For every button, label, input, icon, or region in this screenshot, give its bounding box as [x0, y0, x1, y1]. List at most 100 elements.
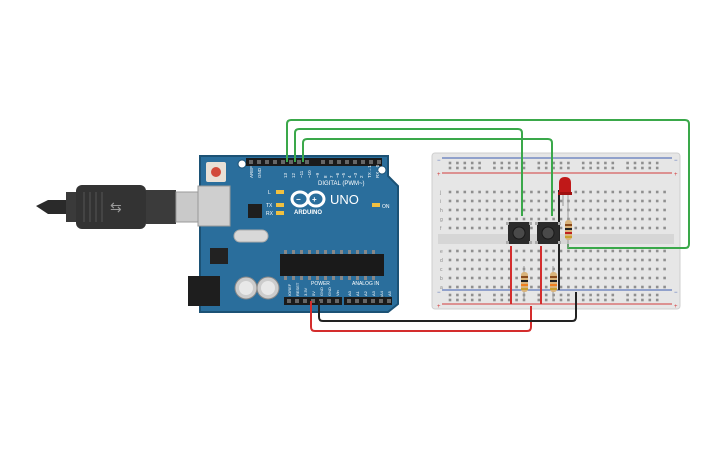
breadboard-hole [448, 258, 452, 262]
breadboard-hole [493, 293, 496, 297]
resistor-button-1[interactable] [521, 266, 528, 300]
row-letter-i: i [440, 199, 441, 205]
breadboard-hole [507, 298, 511, 302]
breadboard-hole [493, 267, 496, 271]
wire-green-inner[interactable] [302, 138, 553, 216]
breadboard-hole [500, 161, 504, 165]
pushbutton-2[interactable] [535, 222, 561, 244]
breadboard-hole [493, 285, 496, 289]
breadboard-hole [515, 285, 518, 289]
breadboard-hole [478, 208, 481, 212]
board-brand: ARDUINO [294, 210, 322, 216]
breadboard-hole [589, 293, 592, 297]
breadboard-hole [456, 267, 459, 271]
breadboard-hole [581, 276, 585, 280]
pin-2: 2 [359, 175, 364, 178]
breadboard-hole [655, 249, 659, 253]
breadboard-hole [500, 226, 504, 230]
breadboard-hole [604, 258, 607, 262]
breadboard-hole [574, 199, 578, 203]
breadboard-hole [470, 298, 474, 302]
breadboard-hole [589, 161, 592, 165]
pin-13: 13 [283, 172, 288, 178]
breadboard-hole [611, 199, 615, 203]
digital-header[interactable] [246, 158, 382, 166]
breadboard-hole [522, 199, 526, 203]
breadboard-hole [456, 161, 459, 165]
breadboard-hole [581, 226, 585, 230]
resistor-led[interactable] [565, 214, 572, 248]
atmega-chip [280, 254, 384, 276]
breadboard-hole [456, 226, 459, 230]
row-letter-a: a [440, 285, 443, 291]
breadboard-hole [537, 166, 541, 170]
red-led[interactable] [558, 177, 572, 214]
breadboard-hole [544, 217, 548, 221]
breadboard-hole [456, 217, 459, 221]
breadboard-hole [485, 217, 489, 221]
breadboard-hole [611, 293, 615, 297]
breadboard-hole [485, 199, 489, 203]
breadboard-hole [463, 258, 467, 262]
breadboard-hole [589, 285, 592, 289]
pin-ioref: IOREF [287, 283, 292, 296]
breadboard-hole [589, 208, 592, 212]
breadboard-hole [581, 199, 585, 203]
breadboard-hole [611, 285, 615, 289]
breadboard-hole [552, 267, 555, 271]
svg-text:−: − [674, 290, 678, 296]
breadboard-hole [537, 267, 541, 271]
pin-10: ~10 [307, 170, 312, 178]
breadboard-hole [522, 190, 526, 194]
breadboard-hole [567, 267, 570, 271]
breadboard-hole [596, 249, 600, 253]
breadboard-hole [470, 285, 474, 289]
breadboard-hole [470, 267, 474, 271]
breadboard-hole [507, 249, 511, 253]
pin-8: 8 [323, 175, 328, 178]
wire-green-outer[interactable] [286, 119, 690, 249]
wire-red-5v[interactable] [310, 301, 532, 332]
breadboard-hole [648, 208, 652, 212]
analog-header[interactable] [344, 297, 392, 305]
breadboard-hole [663, 285, 666, 289]
breadboard-hole [485, 208, 489, 212]
breadboard-hole [559, 249, 563, 253]
breadboard-hole [641, 199, 644, 203]
breadboard-hole [589, 298, 592, 302]
pushbutton-1[interactable] [506, 222, 532, 244]
breadboard-hole [589, 267, 592, 271]
pin-9: ~9 [315, 172, 320, 178]
breadboard-hole [485, 258, 489, 262]
breadboard-hole [641, 166, 644, 170]
breadboard-hole [537, 293, 541, 297]
breadboard-hole [655, 161, 659, 165]
wire-black-gnd[interactable] [318, 292, 577, 322]
breadboard-hole [663, 267, 666, 271]
breadboard-hole [530, 226, 533, 230]
breadboard-hole [589, 199, 592, 203]
pin-gnd-1: GND [319, 287, 324, 296]
breadboard-hole [596, 208, 600, 212]
breadboard-hole [618, 249, 622, 253]
breadboard-hole [641, 267, 644, 271]
breadboard-hole [544, 161, 548, 165]
breadboard-hole [604, 166, 607, 170]
breadboard-hole [663, 190, 666, 194]
wire-green-middle[interactable] [294, 128, 523, 216]
breadboard-hole [574, 249, 578, 253]
breadboard-hole [618, 267, 622, 271]
resistor-button-2[interactable] [550, 266, 557, 300]
breadboard-hole [618, 276, 622, 280]
breadboard-hole [544, 208, 548, 212]
breadboard-hole [611, 267, 615, 271]
breadboard-hole [515, 217, 518, 221]
breadboard-hole [559, 276, 563, 280]
breadboard-hole [478, 217, 481, 221]
breadboard-hole [537, 276, 541, 280]
breadboard-hole [559, 267, 563, 271]
svg-text:−: − [296, 195, 301, 204]
breadboard-hole [456, 285, 459, 289]
arduino-board[interactable]: AREF GND 13 12 ~11 ~10 ~9 8 7 ~6 ~5 4 ~3… [188, 155, 399, 313]
pin-7: 7 [329, 175, 334, 178]
